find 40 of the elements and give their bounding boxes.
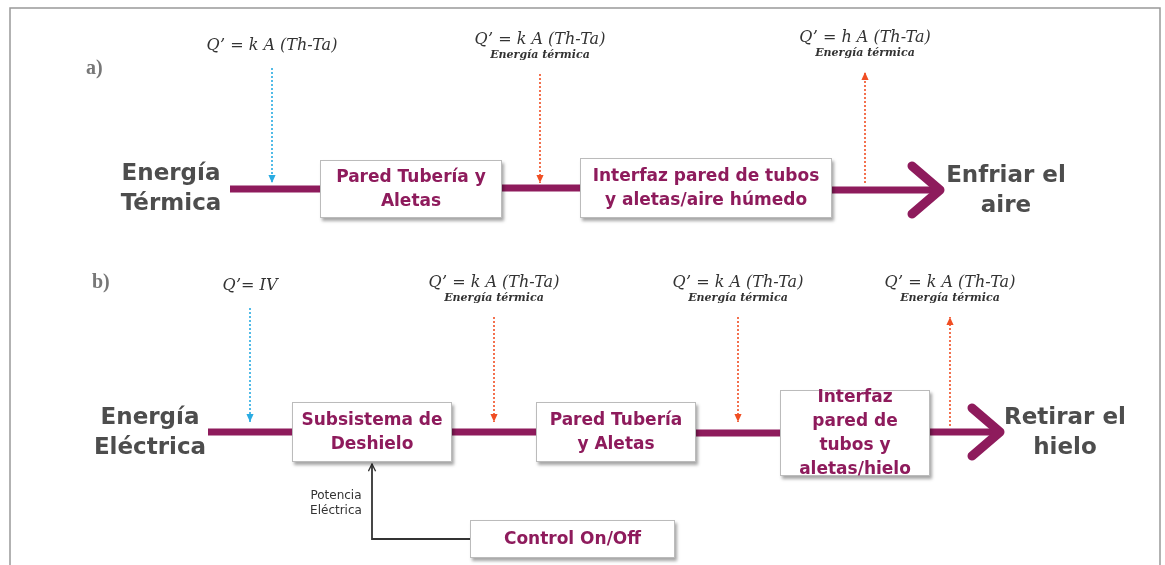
- dotted-arrow: [946, 316, 954, 427]
- formula-caption: Energía térmica: [490, 48, 590, 62]
- terminal-label: Retirar el hielo: [1003, 402, 1127, 461]
- box-label: Pared Tubería y Aletas: [335, 165, 487, 212]
- process-box: [320, 160, 502, 218]
- formula-caption: Energía térmica: [815, 46, 915, 60]
- box-label: Subsistema de Deshielo: [300, 408, 444, 455]
- panel-label: b): [92, 270, 110, 293]
- formula-text: Q’ = k A (Th-Ta): [428, 271, 560, 291]
- box-label: Interfaz pared de tubos y aletas/aire húmedo: [591, 164, 821, 211]
- terminal-label: Energía Térmica: [119, 158, 223, 217]
- process-box: [780, 390, 930, 476]
- formula-text: Q’ = h A (Th-Ta): [799, 26, 931, 46]
- terminal-label: Energía Eléctrica: [92, 402, 208, 461]
- dotted-arrow: [861, 71, 869, 184]
- process-box: [580, 158, 832, 218]
- process-box: [470, 520, 675, 558]
- formula-text: Q’ = k A (Th-Ta): [672, 271, 804, 291]
- formula-text: Q’ = k A (Th-Ta): [884, 271, 1016, 291]
- process-box: [536, 402, 696, 462]
- formula-text: Q’ = k A (Th-Ta): [206, 35, 338, 55]
- box-label: Pared Tubería y Aletas: [548, 408, 684, 455]
- formula-text: Q’ = k A (Th-Ta): [474, 28, 606, 48]
- flow-arrow: [832, 161, 945, 219]
- box-label: Interfaz pared de tubos y aletas/hielo: [798, 385, 912, 480]
- dotted-arrow: [246, 307, 254, 423]
- panel-label: a): [86, 56, 103, 79]
- formula-caption: Energía térmica: [444, 291, 544, 305]
- terminal-label: Enfriar el aire: [945, 160, 1067, 219]
- formula-caption: Energía térmica: [688, 291, 788, 305]
- formula-text: Q’= IV: [222, 275, 278, 295]
- dotted-arrow: [536, 73, 544, 184]
- dotted-arrow: [268, 67, 276, 184]
- dotted-arrow: [734, 316, 742, 423]
- formula-caption: Energía térmica: [900, 291, 1000, 305]
- dotted-arrow: [490, 316, 498, 423]
- flow-arrow: [930, 403, 1005, 461]
- arrow: [367, 463, 471, 540]
- box-label: Control On/Off: [503, 527, 642, 551]
- process-box: [292, 402, 452, 462]
